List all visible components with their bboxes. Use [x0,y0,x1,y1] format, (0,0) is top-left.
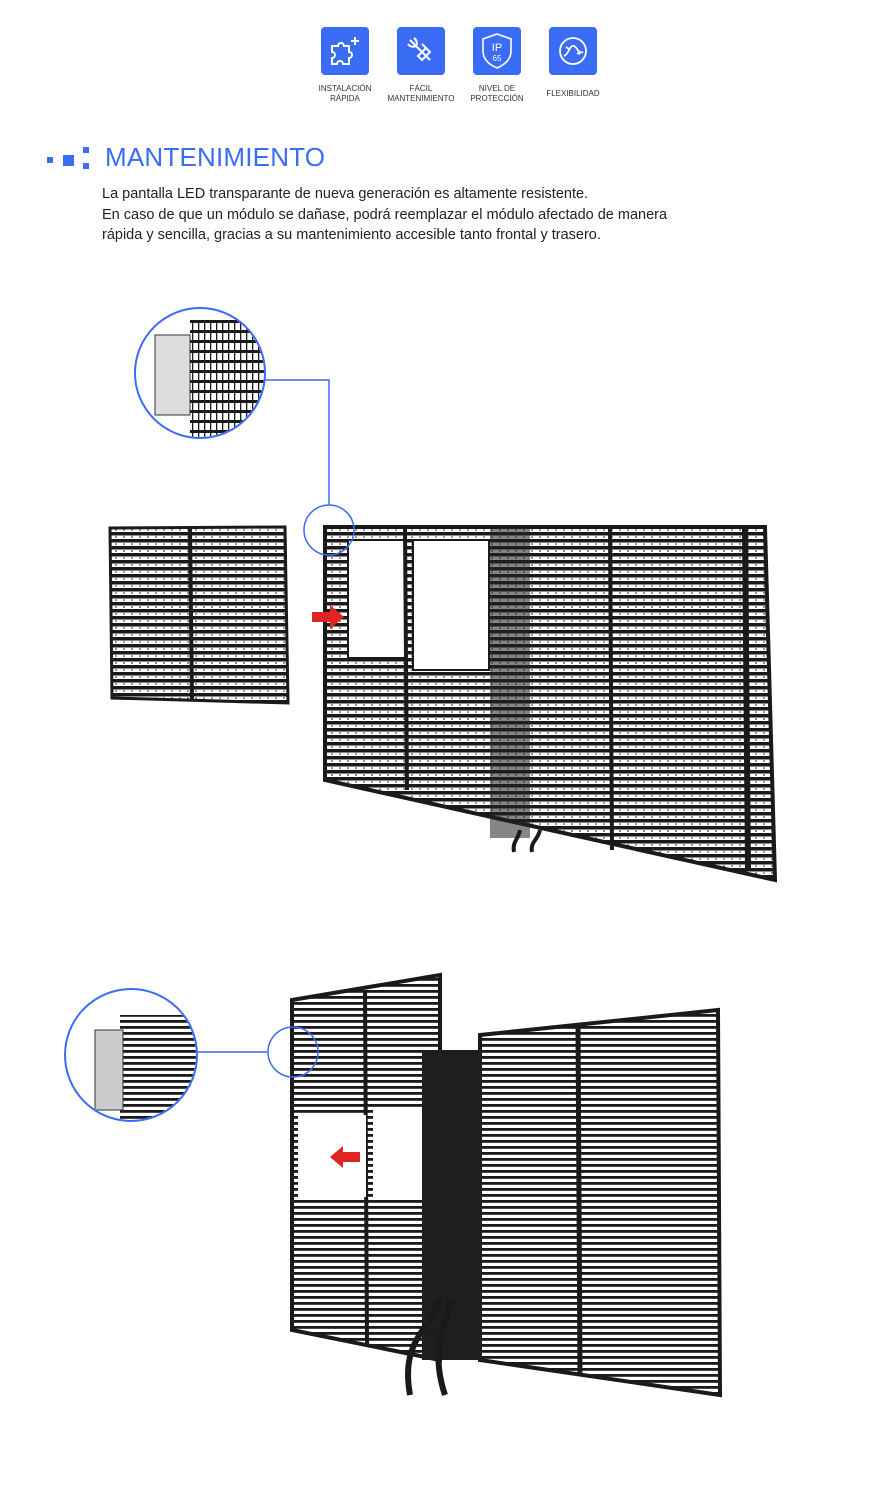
description-line: rápida y sencilla, gracias a su mantenim… [102,227,601,243]
feature-label: FÁCIL [409,84,433,93]
feature-label: NIVEL DE [478,84,516,93]
zoom-detail-circle [134,307,355,556]
feature-flexibility: FLEXIBILIDAD [528,27,618,99]
wrench-brush-icon [397,27,445,75]
rear-maintenance-illustration [64,972,723,1398]
feature-label: MANTENIMIENTO [387,94,455,103]
arrow-left-icon [330,1146,360,1168]
zoom-detail-circle [64,988,319,1122]
flex-curve-icon [549,27,597,75]
pixel-squares-icon [47,146,89,169]
section-title: MANTENIMIENTO [105,142,326,172]
puzzle-plus-icon [321,27,369,75]
description-line: En caso de que un módulo se dañase, podr… [102,206,668,223]
front-maintenance-illustration [108,307,778,883]
arrow-right-icon [312,605,344,629]
svg-text:IP: IP [492,42,502,54]
feature-label: FLEXIBILIDAD [546,89,600,98]
removed-module [108,525,290,705]
feature-label: PROTECCIÓN [470,94,524,103]
feature-label: INSTALACIÓN [318,84,372,93]
section-heading: MANTENIMIENTO [47,142,325,173]
description-line: La pantalla LED transparante de nueva ge… [102,186,589,202]
feature-label: RÁPIDA [330,94,360,103]
led-screen-cabinet [323,525,778,883]
section-description: La pantalla LED transparante de nueva ge… [102,184,782,246]
svg-text:65: 65 [493,54,502,63]
led-screen-cabinet-rear [290,972,723,1398]
